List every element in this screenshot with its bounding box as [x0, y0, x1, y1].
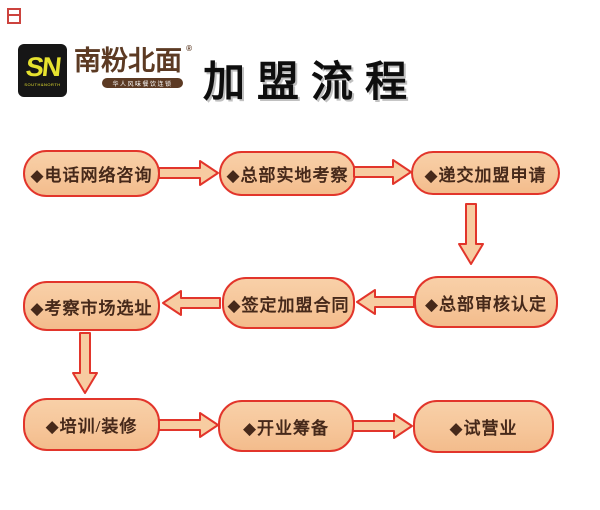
- arrow-right-icon: [158, 412, 219, 438]
- flow-node-step-2: ◆总部实地考察: [219, 151, 356, 196]
- registered-trademark-icon: ®: [186, 44, 192, 53]
- arrow-right-icon: [158, 160, 219, 186]
- flow-node-step-4: ◆总部审核认定: [414, 276, 558, 328]
- corner-seal-mark: [7, 8, 21, 24]
- flow-node-step-8: ◆开业筹备: [218, 400, 354, 452]
- flow-node-step-1: ◆电话网络咨询: [23, 150, 160, 197]
- flow-node-step-3: ◆递交加盟申请: [411, 151, 560, 195]
- arrow-left-icon: [162, 290, 221, 316]
- arrow-right-icon: [353, 159, 412, 185]
- flow-node-step-6: ◆考察市场选址: [23, 281, 160, 331]
- brand-logo-text: 南粉北面: [74, 46, 182, 76]
- sn-logo: SN SOUTH&NORTH: [18, 44, 67, 97]
- sn-logo-tagline: SOUTH&NORTH: [24, 82, 61, 87]
- sn-logo-text: SN: [24, 52, 61, 82]
- arrow-left-icon: [356, 289, 415, 315]
- arrow-down-icon: [458, 203, 484, 265]
- arrow-down-icon: [72, 332, 98, 394]
- flow-node-step-7: ◆培训/装修: [23, 398, 160, 451]
- page-title: 加盟流程: [203, 60, 420, 106]
- brand-logo: 南粉北面 ® 华人风味餐饮连锁: [74, 44, 194, 92]
- arrow-right-icon: [352, 413, 413, 439]
- brand-tagline: 华人风味餐饮连锁: [102, 78, 183, 88]
- flow-node-step-9: ◆试营业: [413, 400, 554, 453]
- flow-node-step-5: ◆签定加盟合同: [222, 277, 355, 329]
